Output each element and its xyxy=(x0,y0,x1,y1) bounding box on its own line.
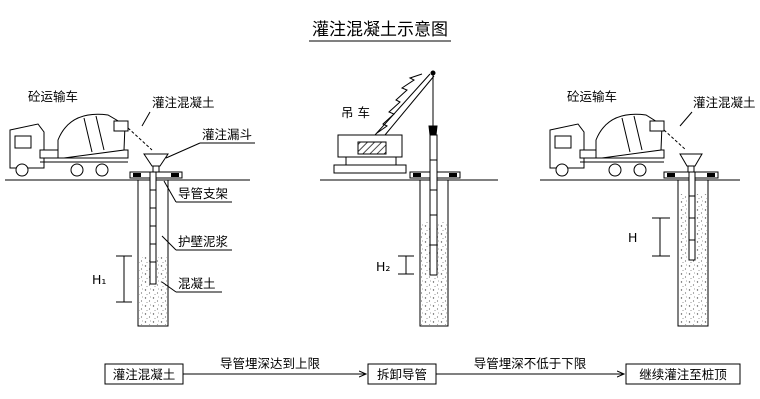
pour-stream xyxy=(127,127,153,151)
flow-step-3: 继续灌注至桩顶 xyxy=(639,367,727,382)
hopper-icon xyxy=(679,153,703,173)
flow-step-1: 灌注混凝土 xyxy=(113,367,176,382)
flow-arrow-1-label: 导管埋深达到上限 xyxy=(220,356,321,371)
hopper-label: 灌注漏斗 xyxy=(202,127,252,142)
flow-step-2: 拆卸导管 xyxy=(377,367,427,382)
concrete-truck-icon xyxy=(549,113,665,177)
h-dimension xyxy=(652,217,670,257)
flow-step-3-box xyxy=(625,363,741,385)
crane-label: 吊 车 xyxy=(341,105,370,120)
h2-dimension xyxy=(398,255,414,275)
pour-label: 灌注混凝土 xyxy=(152,95,215,110)
right-panel: H 砼运输车 灌注混凝土 xyxy=(540,89,756,327)
tremie-pipe xyxy=(429,134,438,276)
truck-label: 砼运输车 xyxy=(567,89,617,104)
middle-panel: 吊 车 H₂ xyxy=(320,70,498,327)
hopper-icon xyxy=(143,153,169,173)
pipe-support-label: 导管支架 xyxy=(178,186,228,201)
tremie-pipe xyxy=(688,171,696,261)
h1-label: H₁ xyxy=(92,272,106,287)
h1-dimension xyxy=(116,255,132,303)
h2-label: H₂ xyxy=(376,259,390,274)
process-flow: 灌注混凝土 导管埋深达到上限 拆卸导管 导管埋深不低于下限 继续灌注至桩顶 xyxy=(104,356,741,385)
mud-label: 护壁泥浆 xyxy=(178,234,229,249)
pour-label: 灌注混凝土 xyxy=(693,95,756,110)
crane-icon xyxy=(333,70,438,174)
tremie-pipe xyxy=(149,171,157,285)
concrete-label: 混凝土 xyxy=(178,276,216,291)
pour-stream xyxy=(663,129,687,151)
flow-arrow-2-label: 导管埋深不低于下限 xyxy=(474,356,587,371)
diagram-title: 灌注混凝土示意图 xyxy=(312,20,448,40)
left-panel: H₁ 砼运输车 灌注混凝土 灌注漏斗 导管支架 护壁泥浆 混凝土 xyxy=(5,89,255,327)
concrete-truck-icon xyxy=(9,113,129,177)
h-label: H xyxy=(628,230,637,245)
truck-label: 砼运输车 xyxy=(28,89,78,104)
